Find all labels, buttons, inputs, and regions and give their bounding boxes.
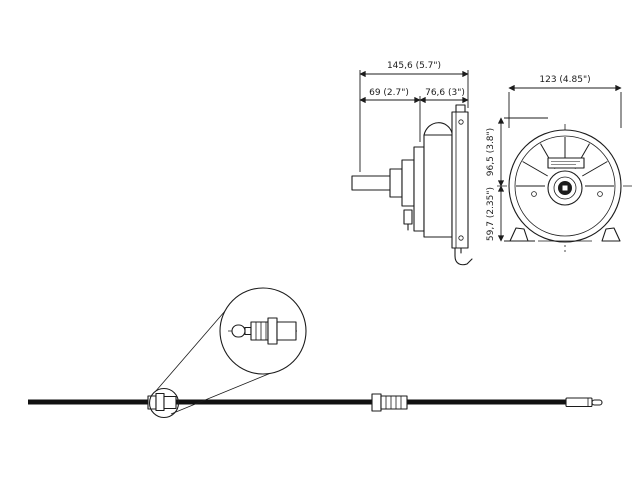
dim-front-upper: 96,5 (3.8") [486, 128, 496, 176]
mount-screw [597, 191, 603, 197]
detail-callout [219, 287, 307, 375]
cable-connector-detail [228, 317, 300, 345]
brand-label [547, 157, 585, 169]
callout-source-circle [148, 387, 180, 419]
dim-front-width: 123 (4.85") [539, 75, 590, 85]
dim-side-total: 145,6 (5.7") [387, 61, 441, 71]
cable-mid-fitting [371, 393, 408, 412]
side-view-drawing: 145,6 (5.7") 69 (2.7") 76,6 (3") [351, 61, 473, 266]
cable-exit [454, 247, 473, 266]
helm-housing-side [413, 104, 469, 249]
dim-side-left: 69 (2.7") [369, 88, 409, 98]
extension-line [508, 92, 622, 128]
mount-foot-right [601, 227, 621, 242]
dim-front-lower: 59,7 (2.35") [486, 187, 496, 241]
steering-shaft [351, 159, 415, 231]
cable-end-fitting [147, 392, 177, 412]
mount-foot-left [509, 227, 529, 242]
helm-housing-front [508, 129, 622, 243]
hub [547, 170, 583, 206]
front-view-drawing: 123 (4.85") 96,5 (3.8") 59,7 (2.35") [486, 75, 632, 252]
dim-side-right: 76,6 (3") [425, 88, 465, 98]
mount-screw [531, 191, 537, 197]
cable-output-rod [565, 397, 603, 408]
cable-assembly-drawing [28, 287, 603, 419]
